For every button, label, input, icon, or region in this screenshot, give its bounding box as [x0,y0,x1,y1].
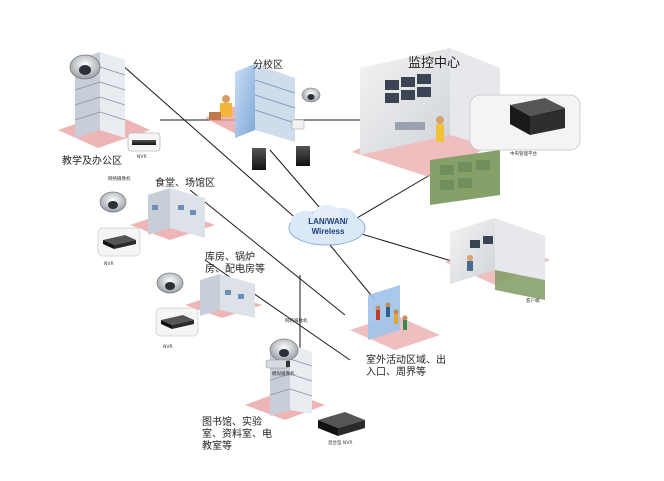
line-teaching-trunk [112,56,301,223]
people-figures [375,302,408,330]
hybrid-nvr-icon [318,412,365,436]
branch-building [205,64,296,142]
canteen-camera-caption: 网络摄像机 [108,177,131,182]
branch-campus-label: 分校区 [253,60,283,71]
canteen-dome-camera-icon [99,191,127,213]
central-platform-caption: 中央管理平台 [510,152,537,157]
hybrid-nvr-caption: 混合型 NVR [328,441,353,446]
canteen-area-label: 食堂、场馆区 [155,178,215,189]
library-dome-camera-icon [269,338,299,362]
nvr-device-icon [127,132,161,152]
teaching-nvr-caption: NVR [137,155,147,160]
cloud-line-1: LAN/WAN/ [308,217,348,226]
outdoor-area [350,285,440,350]
analog-camera-icon [265,359,290,369]
storage-building [185,274,262,318]
branch-dome-camera-icon [301,87,321,103]
analog-camera-caption: 模拟摄像机 [272,372,295,377]
branch-server-icon [252,119,310,170]
line-client [354,231,466,266]
monitoring-center-room [352,48,500,205]
client-room [445,218,550,300]
monitoring-center-title: 监控中心 [408,56,461,71]
network-cloud [288,205,366,246]
network-cloud-label: LAN/WAN/ Wireless [293,217,363,237]
storage-camera-caption: 网络摄像机 [285,319,308,324]
canteen-building [130,188,215,240]
library-area-label: 图书馆、实验室、资料室、电教室等 [202,417,272,452]
line-branch [269,149,321,209]
canteen-nvr-caption: NVR [104,262,114,267]
central-platform-icon [469,94,581,151]
teaching-area-label: 教学及办公区 [62,156,122,167]
dome-camera-icon [69,54,101,80]
video-wall [385,74,431,103]
storage-nvr-icon [155,307,199,337]
line-outdoor [329,244,376,301]
line-center [344,174,431,226]
storage-dome-camera-icon [156,272,184,294]
canteen-nvr-icon [97,227,141,257]
line-canteen [189,189,346,316]
cloud-line-2: Wireless [311,227,345,236]
storage-area-label: 库房、锅炉房、配电房等 [205,252,265,275]
outdoor-area-label: 室外活动区域、出入口、周界等 [366,355,446,378]
client-caption: 客户端 [526,299,540,304]
storage-nvr-caption: NVR [163,345,173,350]
